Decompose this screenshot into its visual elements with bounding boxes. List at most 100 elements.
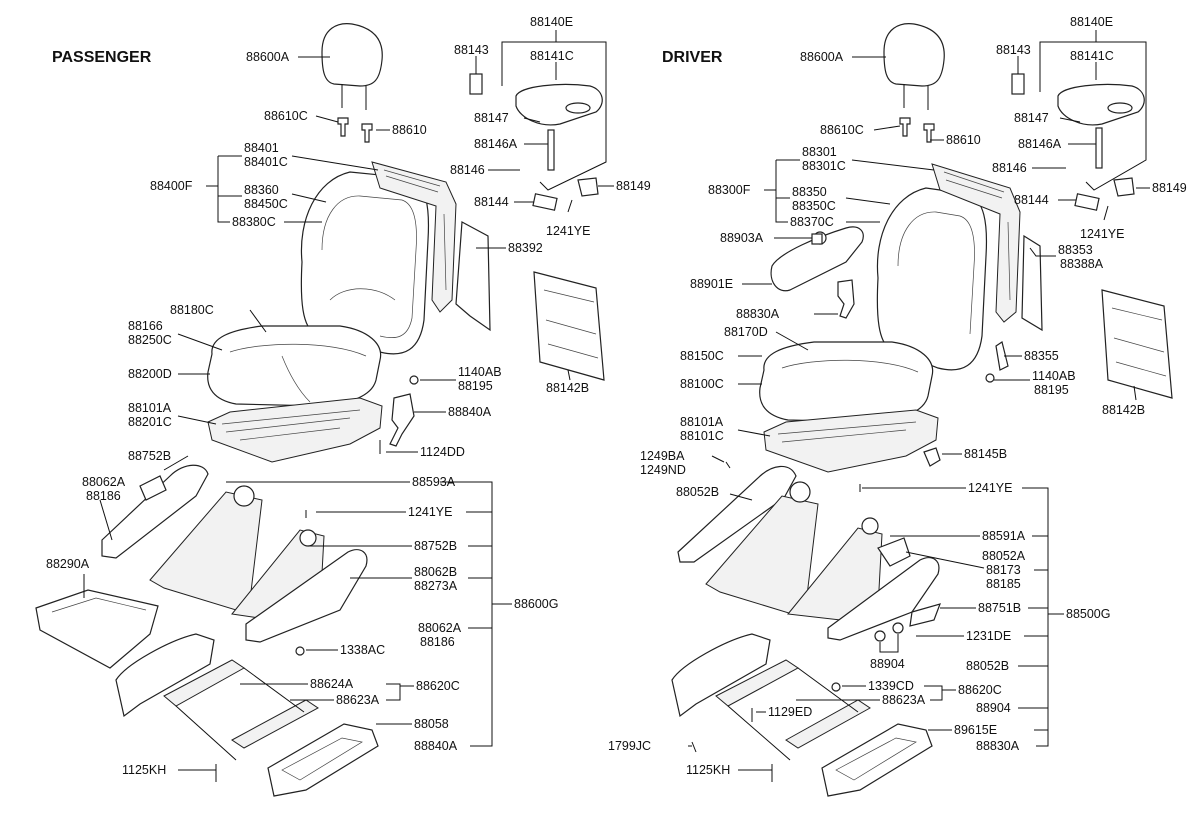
callout-passenger-88166: 88166 xyxy=(128,319,163,333)
callout-passenger-1124DD: 1124DD xyxy=(420,445,465,459)
callout-driver-88145B: 88145B xyxy=(964,447,1007,461)
passenger-headrest-part xyxy=(321,23,383,87)
callout-passenger-88610C: 88610C xyxy=(264,109,308,123)
callout-passenger-88101A: 88101A xyxy=(128,401,172,415)
passenger-section-title: PASSENGER xyxy=(52,49,152,66)
callout-passenger-88593A: 88593A xyxy=(412,475,456,489)
callout-driver-1249BA: 1249BA xyxy=(640,449,685,463)
callout-passenger-88840A-top: 88840A xyxy=(448,405,492,419)
callout-passenger-1125KH: 1125KH xyxy=(122,763,166,777)
callout-driver-88355: 88355 xyxy=(1024,349,1059,363)
callout-passenger-88360: 88360 xyxy=(244,183,279,197)
callout-driver-88149: 88149 xyxy=(1152,181,1187,195)
passenger-cushion-frame-part xyxy=(207,397,383,463)
callout-driver-88195: 88195 xyxy=(1034,383,1069,397)
callout-driver-88100C: 88100C xyxy=(680,377,724,391)
passenger-seat-cushion-part xyxy=(207,325,382,407)
callout-passenger-88273A: 88273A xyxy=(414,579,458,593)
callout-driver-1140AB: 1140AB xyxy=(1032,369,1076,383)
callout-driver-88141C: 88141C xyxy=(1070,49,1114,63)
callout-driver-1339CD: 1339CD xyxy=(868,679,914,693)
callout-passenger-88146A: 88146A xyxy=(474,137,518,151)
callout-passenger-88142B: 88142B xyxy=(546,381,589,395)
callout-driver-88052B-top: 88052B xyxy=(676,485,719,499)
callout-driver-88052A: 88052A xyxy=(982,549,1026,563)
callout-driver-88904-low: 88904 xyxy=(976,701,1011,715)
callout-driver-88350C: 88350C xyxy=(792,199,836,213)
callout-driver-88101C: 88101C xyxy=(680,429,724,443)
callout-driver-1249ND: 1249ND xyxy=(640,463,686,477)
passenger-side-trim-part xyxy=(101,464,209,559)
callout-driver-88904-mid: 88904 xyxy=(870,657,905,671)
callout-driver-88620C: 88620C xyxy=(958,683,1002,697)
callout-passenger-88752B-top: 88752B xyxy=(128,449,171,463)
callout-passenger-88400F: 88400F xyxy=(150,179,193,193)
callout-passenger-88058: 88058 xyxy=(414,717,449,731)
passenger-seat-back-part xyxy=(300,171,430,355)
callout-passenger-88401C: 88401C xyxy=(244,155,288,169)
driver-seat-cushion-part xyxy=(759,341,934,423)
callout-passenger-88201C: 88201C xyxy=(128,415,172,429)
callout-passenger-88623A: 88623A xyxy=(336,693,380,707)
callout-passenger-88149: 88149 xyxy=(616,179,651,193)
passenger-back-frame-part xyxy=(371,161,457,313)
callout-passenger-88392: 88392 xyxy=(508,241,543,255)
driver-pocket-part xyxy=(1101,289,1173,399)
callout-passenger-88195: 88195 xyxy=(458,379,493,393)
callout-passenger-88600A: 88600A xyxy=(246,50,290,64)
callout-driver-1231DE: 1231DE xyxy=(966,629,1011,643)
callout-driver-1129ED: 1129ED xyxy=(768,705,812,719)
callout-driver-88610: 88610 xyxy=(946,133,981,147)
driver-headrest-part xyxy=(883,23,945,87)
callout-passenger-88146: 88146 xyxy=(450,163,485,177)
callout-passenger-88144: 88144 xyxy=(474,195,509,209)
callout-passenger-88450C: 88450C xyxy=(244,197,288,211)
driver-armrest-part xyxy=(770,226,864,292)
callout-passenger-88380C: 88380C xyxy=(232,215,276,229)
callout-driver-88185: 88185 xyxy=(986,577,1021,591)
callout-driver-88143: 88143 xyxy=(996,43,1031,57)
callout-passenger-88200D: 88200D xyxy=(128,367,172,381)
callout-driver-88173: 88173 xyxy=(986,563,1021,577)
callout-passenger-88062A-low: 88062A xyxy=(418,621,462,635)
callout-passenger-1241YE-mid: 1241YE xyxy=(408,505,452,519)
callout-passenger-88062A-top: 88062A xyxy=(82,475,126,489)
callout-driver-1241YE-top: 1241YE xyxy=(1080,227,1124,241)
callout-driver-88052B-low: 88052B xyxy=(966,659,1009,673)
callout-passenger-88250C: 88250C xyxy=(128,333,172,347)
callout-driver-88350: 88350 xyxy=(792,185,827,199)
callout-passenger-88600G: 88600G xyxy=(514,597,558,611)
callout-passenger-88840A-low: 88840A xyxy=(414,739,458,753)
callout-driver-1125KH: 1125KH xyxy=(686,763,730,777)
callout-driver-88591A: 88591A xyxy=(982,529,1026,543)
callout-driver-88901E: 88901E xyxy=(690,277,733,291)
callout-driver-88101A: 88101A xyxy=(680,415,724,429)
callout-driver-88146: 88146 xyxy=(992,161,1027,175)
callout-driver-88830A-low: 88830A xyxy=(976,739,1020,753)
callout-passenger-88140E: 88140E xyxy=(530,15,573,29)
callout-driver-88142B: 88142B xyxy=(1102,403,1145,417)
callout-passenger-88290A: 88290A xyxy=(46,557,90,571)
driver-seat-illustration xyxy=(671,23,1173,797)
callout-passenger-88610: 88610 xyxy=(392,123,427,137)
callout-driver-88301: 88301 xyxy=(802,145,837,159)
callout-driver-88500G: 88500G xyxy=(1066,607,1110,621)
callout-driver-88300F: 88300F xyxy=(708,183,751,197)
callout-passenger-88141C: 88141C xyxy=(530,49,574,63)
passenger-seat-illustration xyxy=(35,23,605,797)
callout-passenger-88620C: 88620C xyxy=(416,679,460,693)
driver-callouts: 88600A 88610C 88610 88140E 88143 88141C … xyxy=(608,15,1187,777)
callout-passenger-88180C: 88180C xyxy=(170,303,214,317)
driver-back-frame-part xyxy=(931,163,1021,323)
callout-driver-88388A: 88388A xyxy=(1060,257,1104,271)
callout-passenger-88186-low: 88186 xyxy=(420,635,455,649)
callout-driver-88170D: 88170D xyxy=(724,325,768,339)
driver-side-trim-part xyxy=(677,465,797,563)
callout-passenger-1338AC: 1338AC xyxy=(340,643,385,657)
callout-passenger-88186-top: 88186 xyxy=(86,489,121,503)
callout-driver-88144: 88144 xyxy=(1014,193,1049,207)
passenger-storage-tray-part xyxy=(35,589,159,669)
callout-driver-89615E: 89615E xyxy=(954,723,997,737)
callout-passenger-88752B-mid: 88752B xyxy=(414,539,457,553)
